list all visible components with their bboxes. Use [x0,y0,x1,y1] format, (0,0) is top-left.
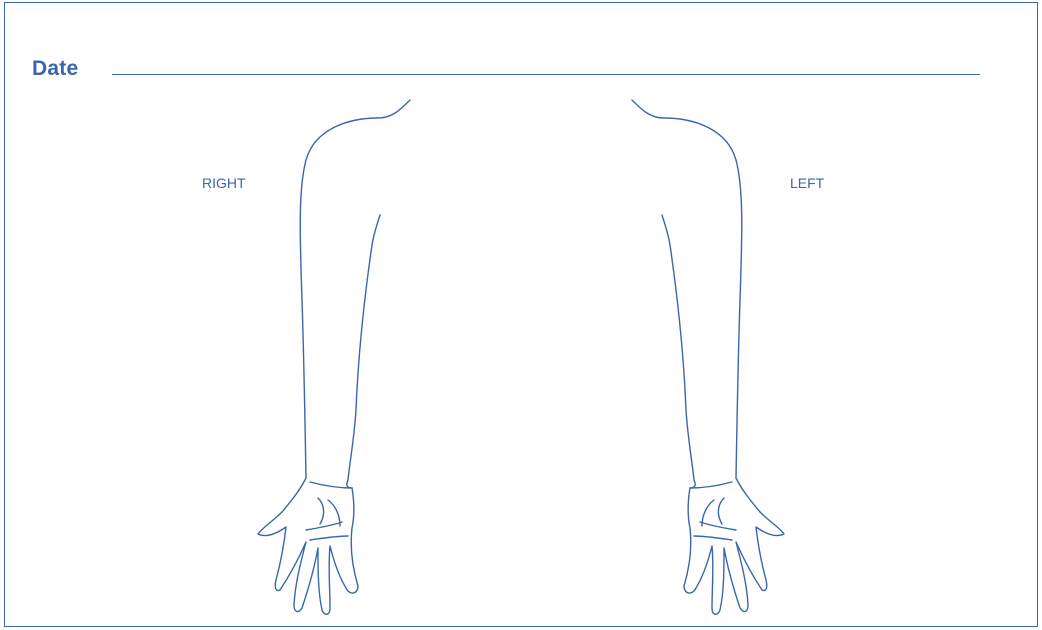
left-arm-wrist-line [690,482,732,488]
right-palm-crease [318,498,324,524]
left-palm-crease [694,536,732,540]
left-arm-drawing [632,100,784,614]
right-arm-wrist-line [310,482,352,488]
left-palm-crease [702,500,714,526]
left-palm-crease [700,522,736,530]
right-palm-crease [310,536,348,540]
left-palm-crease [718,498,724,524]
right-palm-crease [306,522,342,530]
right-palm-crease [328,500,340,526]
right-arm-drawing [258,100,410,614]
